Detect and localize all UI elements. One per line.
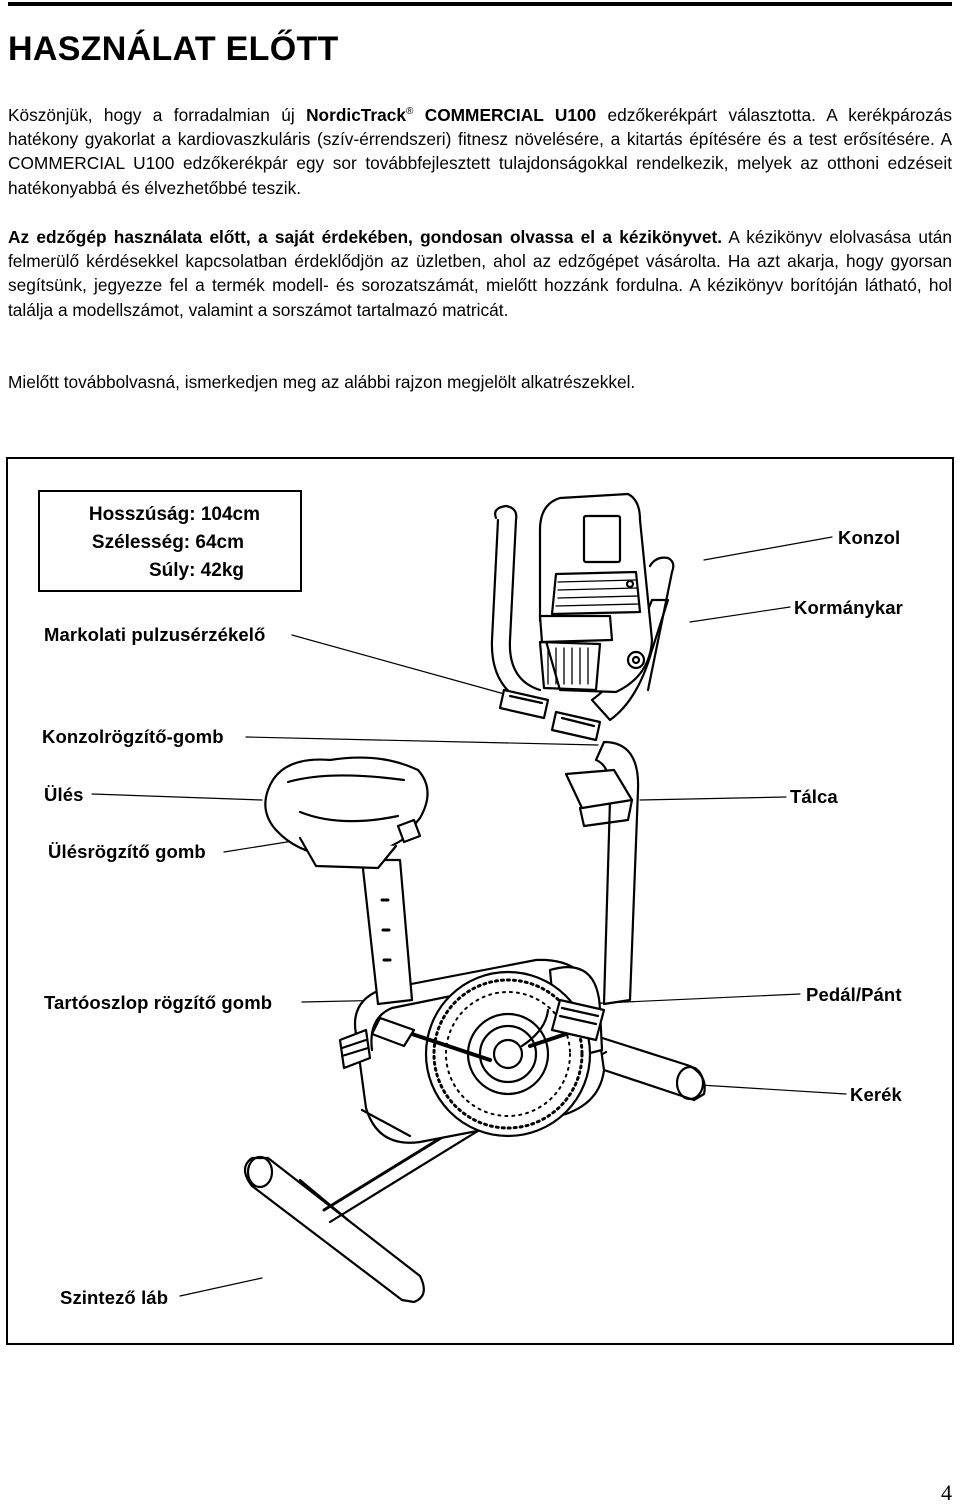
warning-paragraph: Az edzőgép használata előtt, a saját érd… [8, 227, 953, 320]
dimensions-box: Hosszúság: 104cm Szélesség: 64cm Súly: 4… [38, 490, 302, 592]
label-tray: Tálca [790, 786, 838, 807]
label-seat-knob: Ülésrögzítő gomb [48, 841, 206, 862]
dimension-length: Hosszúság: 104cm [88, 504, 260, 525]
registered-mark: ® [405, 106, 414, 117]
dimension-weight: Súly: 42kg [148, 560, 244, 581]
label-pedal: Pedál/Pánt [806, 984, 902, 1005]
top-rule [8, 2, 952, 6]
page-title: HASZNÁLAT ELŐTT [8, 30, 339, 68]
label-leveler: Szintező láb [60, 1287, 169, 1308]
label-wheel: Kerék [850, 1084, 902, 1105]
brand-name: NordicTrack [306, 105, 406, 125]
instruction-paragraph: Mielőtt továbbolvasná, ismerkedjen meg a… [8, 372, 636, 392]
label-post-knob: Tartóoszlop rögzítő gomb [44, 992, 273, 1013]
label-console-knob: Konzolrögzítő-gomb [42, 726, 224, 747]
label-kormanykar: Kormánykar [794, 597, 903, 618]
model-name: COMMERCIAL U100 [413, 105, 597, 125]
dimension-width: Szélesség: 64cm [91, 532, 244, 553]
warning-bold: Az edzőgép használata előtt, a saját érd… [8, 227, 723, 247]
label-pulse-sensor: Markolati pulzusérzékelő [44, 624, 266, 645]
intro-paragraph: Köszönjük, hogy a forradalmian új Nordic… [8, 105, 953, 198]
label-seat: Ülés [44, 784, 84, 805]
label-konzol: Konzol [838, 527, 901, 548]
page-number: 4 [941, 1480, 952, 1505]
